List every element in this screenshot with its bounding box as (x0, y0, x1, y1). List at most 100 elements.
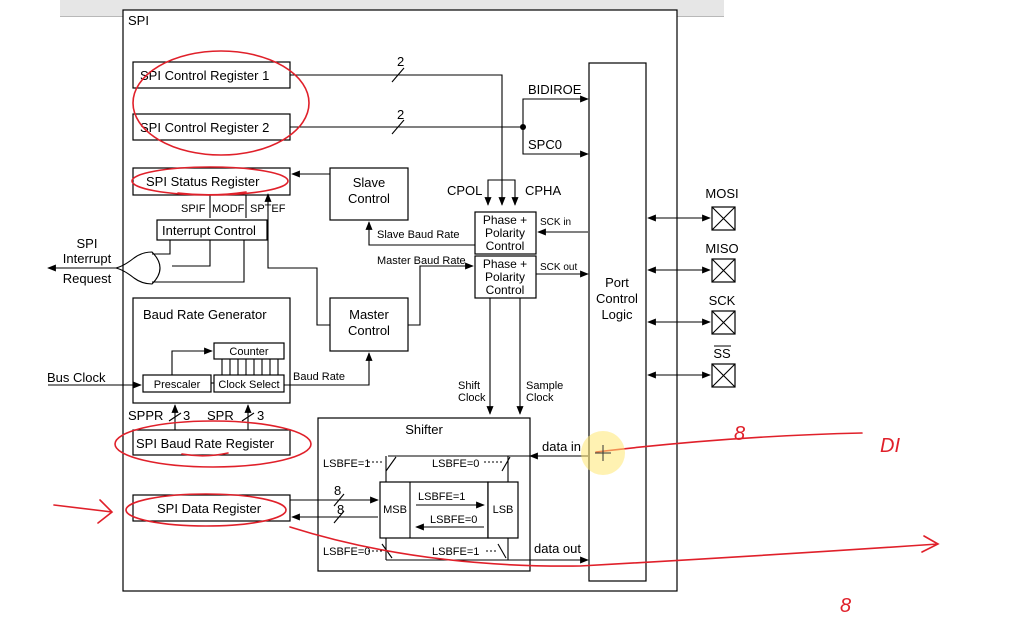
shift-register-box (379, 481, 489, 539)
ppc-in-line3: Control (486, 239, 525, 253)
phase-polarity-control-out (474, 255, 537, 299)
status-bit-spif: SPIF (181, 203, 206, 215)
lsb-box (487, 481, 519, 539)
status-register-label: SPI Status Register (146, 174, 260, 189)
pin-mosi-x (711, 206, 736, 231)
ppc-out-line3: Control (486, 283, 525, 297)
sck-out-label: SCK out (540, 262, 577, 273)
spr-slash (241, 412, 255, 422)
master-control-box (329, 297, 409, 352)
annotation-di: DI (880, 435, 900, 457)
pin-miso-x (711, 258, 736, 283)
annotation-arrow-to-data-register (53, 499, 114, 524)
pin-miso-label: MISO (705, 241, 738, 256)
sppr-slash (168, 412, 182, 422)
bidiroe-label: BIDIROE (528, 82, 582, 97)
ppc-in-line1: Phase + (483, 213, 527, 227)
prescaler-label: Prescaler (154, 379, 201, 391)
cursor-crosshair-icon (595, 445, 611, 461)
sample-clock-line1: Sample (526, 380, 563, 392)
sample-clock-line2: Clock (526, 392, 554, 404)
counter-taps (221, 359, 279, 375)
annotation-underline-status (177, 191, 247, 196)
slave-baud-label: Slave Baud Rate (377, 229, 460, 241)
interrupt-label-2: Interrupt (63, 251, 112, 266)
prescaler-to-counter (171, 347, 213, 375)
bottom-switch-2 (497, 543, 507, 559)
control-register-2-box (132, 113, 291, 141)
baud-rate-generator-label: Baud Rate Generator (143, 307, 267, 322)
shifter-label: Shifter (405, 422, 443, 437)
ctrl1-bus-line (290, 74, 506, 206)
slave-control-box (329, 167, 409, 221)
counter-box (213, 342, 285, 360)
cpha-label: CPHA (525, 183, 561, 198)
spr-width: 3 (257, 408, 264, 423)
dr-bus-slash-1 (333, 493, 345, 507)
ctrl1-bus-width: 2 (397, 54, 404, 69)
data-out-label: data out (534, 541, 581, 556)
annotation-8-bottom: 8 (840, 595, 851, 617)
interrupt-label-3: Request (63, 271, 112, 286)
lsb-label: LSB (493, 504, 514, 516)
or-gate-symbol (115, 251, 161, 285)
control-register-1-label: SPI Control Register 1 (140, 68, 269, 83)
ctrl2-bus-width: 2 (397, 107, 404, 122)
port-control-line1: Port (605, 275, 629, 290)
shift-clock-line2: Clock (458, 392, 486, 404)
interrupt-control-label: Interrupt Control (162, 223, 256, 238)
cpol-label: CPOL (447, 183, 482, 198)
data-register-label: SPI Data Register (157, 501, 262, 516)
top-switch-1 (385, 456, 397, 472)
lsbfe1-top-label: LSBFE=1 (323, 458, 370, 470)
sppr-label: SPPR (128, 408, 163, 423)
counter-label: Counter (229, 346, 268, 358)
phase-polarity-control-in (474, 211, 537, 255)
ctrl2-bus-slash (391, 119, 405, 135)
top-switch-2 (501, 456, 511, 472)
status-bit-modf: MODF (212, 203, 245, 215)
sppr-width: 3 (183, 408, 190, 423)
port-control-line3: Logic (601, 307, 633, 322)
ppc-out-line1: Phase + (483, 257, 527, 271)
annotation-data-in-line (595, 432, 863, 453)
annotation-circle-data-register (125, 493, 287, 527)
pin-sck-label: SCK (709, 293, 736, 308)
msb-label: MSB (383, 504, 407, 516)
pin-ss-label: SS (713, 346, 731, 361)
dr-bus-slash-2 (333, 510, 345, 524)
port-control-line2: Control (596, 291, 638, 306)
ppc-out-line2: Polarity (485, 270, 525, 284)
annotation-underline-baud (181, 452, 229, 457)
baud-rate-register-label: SPI Baud Rate Register (136, 436, 275, 451)
lsbfe0-bottom-label: LSBFE=0 (323, 546, 370, 558)
spr-label: SPR (207, 408, 234, 423)
port-control-logic-box (588, 62, 647, 582)
shift-right-label: LSBFE=1 (418, 491, 465, 503)
spc0-label: SPC0 (528, 137, 562, 152)
master-control-line1: Master (349, 307, 389, 322)
master-baud-label: Master Baud Rate (377, 255, 466, 267)
dr-bus-width-1: 8 (334, 483, 341, 498)
annotation-data-out-arrow (289, 526, 940, 567)
ctrl1-bus-slash (391, 67, 405, 83)
shift-left-label: LSBFE=0 (430, 514, 477, 526)
control-register-2-label: SPI Control Register 2 (140, 120, 269, 135)
clock-select-label: Clock Select (218, 379, 279, 391)
lsbfe0-top-label: LSBFE=0 (432, 458, 479, 470)
int-wire-1 (152, 240, 171, 255)
spi-title: SPI (128, 13, 149, 28)
slave-control-line1: Slave (353, 175, 386, 190)
annotation-circle-baud-register (114, 420, 312, 468)
int-wire-2 (172, 240, 211, 267)
bus-clock-label: Bus Clock (47, 370, 106, 385)
baud-rate-arrow (284, 352, 373, 386)
annotation-circle-control-registers (132, 50, 310, 156)
baud-rate-register-box (132, 429, 291, 456)
ppc-in-line2: Polarity (485, 226, 525, 240)
pin-ss-x (711, 363, 736, 388)
bidiroe-line (522, 95, 589, 127)
annotation-8-top: 8 (734, 423, 745, 445)
interrupt-control-box (156, 219, 268, 241)
